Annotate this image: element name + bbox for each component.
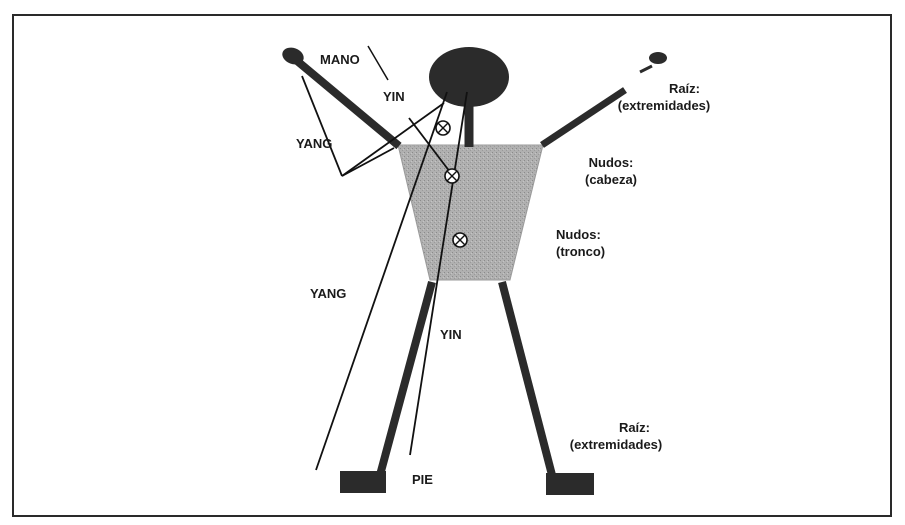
- label-yin-top: YIN: [383, 88, 405, 105]
- label-raiz-lower: Raíz: (extremidades): [560, 419, 672, 453]
- left-leg: [380, 282, 432, 475]
- label-nudos-cabeza: Nudos: (cabeza): [576, 154, 646, 188]
- right-leg: [502, 282, 552, 475]
- right-hand: [649, 52, 667, 64]
- label-nudos-tronco-sub: (tronco): [556, 243, 605, 260]
- point-marker-chest-icon: [445, 169, 459, 183]
- point-marker-abdomen-icon: [453, 233, 467, 247]
- label-raiz-upper-title: Raíz:: [614, 80, 714, 97]
- label-yin-lower: YIN: [440, 326, 462, 343]
- label-raiz-lower-title: Raíz:: [560, 419, 672, 436]
- right-wrist: [640, 66, 652, 72]
- mano-pointer-line: [368, 46, 388, 80]
- right-arm: [542, 90, 625, 145]
- torso-shape: [398, 145, 543, 280]
- label-nudos-tronco: Nudos: (tronco): [556, 226, 605, 260]
- label-yang-left: YANG: [296, 135, 332, 152]
- label-yang-lower: YANG: [310, 285, 346, 302]
- head: [429, 47, 509, 107]
- left-foot: [340, 471, 386, 493]
- label-pie: PIE: [412, 471, 433, 488]
- label-raiz-upper: Raíz: (extremidades): [614, 80, 714, 114]
- yang-bracket-lower: [342, 148, 394, 176]
- label-nudos-cabeza-title: Nudos:: [576, 154, 646, 171]
- right-foot: [546, 473, 594, 495]
- label-nudos-tronco-title: Nudos:: [556, 226, 605, 243]
- label-raiz-lower-sub: (extremidades): [560, 436, 672, 453]
- label-mano: MANO: [320, 51, 360, 68]
- label-raiz-upper-sub: (extremidades): [614, 97, 714, 114]
- point-marker-head-icon: [436, 121, 450, 135]
- label-nudos-cabeza-sub: (cabeza): [576, 171, 646, 188]
